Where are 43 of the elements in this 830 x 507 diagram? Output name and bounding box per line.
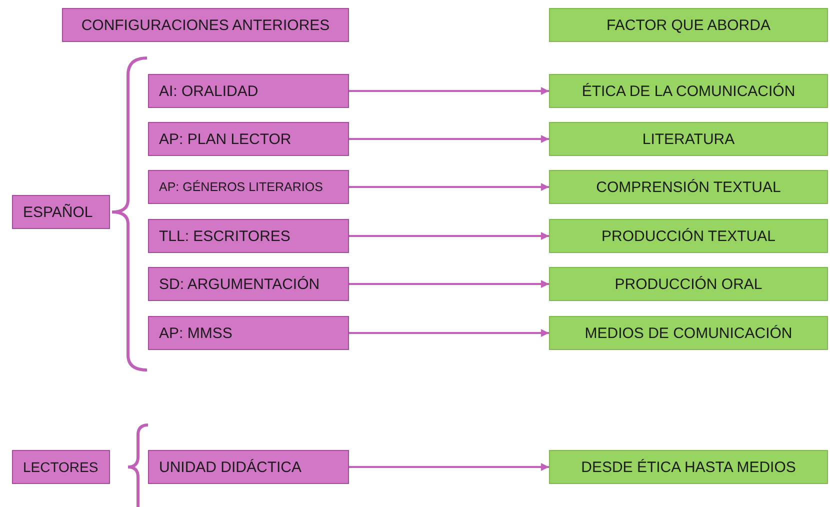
box-label: MEDIOS DE COMUNICACIÓN (584, 324, 792, 342)
category-box (148, 74, 349, 108)
factor-box (549, 219, 828, 253)
factor-box (549, 316, 828, 350)
arrow (349, 87, 549, 95)
box-label: UNIDAD DIDÁCTICA (159, 458, 302, 476)
category-box (148, 450, 349, 484)
box-label: LECTORES (23, 459, 98, 475)
factor-box (549, 450, 828, 484)
factor-box (549, 267, 828, 301)
box-label: LITERATURA (642, 130, 735, 148)
box-label: PRODUCCIÓN ORAL (614, 276, 762, 292)
factor-box (549, 8, 828, 42)
category-box (148, 170, 349, 204)
box-label: AI: ORALIDAD (159, 82, 258, 100)
box-label: PRODUCCIÓN TEXTUAL (602, 228, 776, 244)
box-label: FACTOR QUE ABORDA (606, 16, 770, 34)
category-box (148, 122, 349, 156)
category-box (12, 450, 110, 484)
arrow (349, 135, 549, 143)
box-label: SD: ARGUMENTACIÓN (159, 276, 320, 292)
arrow (349, 329, 549, 337)
box-label: CONFIGURACIONES ANTERIORES (81, 16, 330, 34)
category-box (148, 316, 349, 350)
category-box (148, 267, 349, 301)
box-label: AP: GÉNEROS LITERARIOS (159, 180, 323, 194)
arrow (349, 232, 549, 240)
category-box (62, 8, 349, 42)
factor-box (549, 122, 828, 156)
box-label: AP: PLAN LECTOR (159, 130, 292, 148)
factor-box (549, 170, 828, 204)
box-label: AP: MMSS (159, 324, 232, 342)
box-label: COMPRENSIÓN TEXTUAL (596, 178, 781, 196)
arrow (349, 463, 549, 471)
factor-box (549, 74, 828, 108)
category-box (148, 219, 349, 253)
arrow (349, 183, 549, 191)
arrow (349, 280, 549, 288)
box-label: ÉTICA DE LA COMUNICACIÓN (582, 82, 796, 100)
box-label: ESPAÑOL (23, 204, 93, 220)
box-label: DESDE ÉTICA HASTA MEDIOS (581, 458, 796, 476)
category-box (12, 195, 110, 229)
box-label: TLL: ESCRITORES (159, 228, 290, 244)
